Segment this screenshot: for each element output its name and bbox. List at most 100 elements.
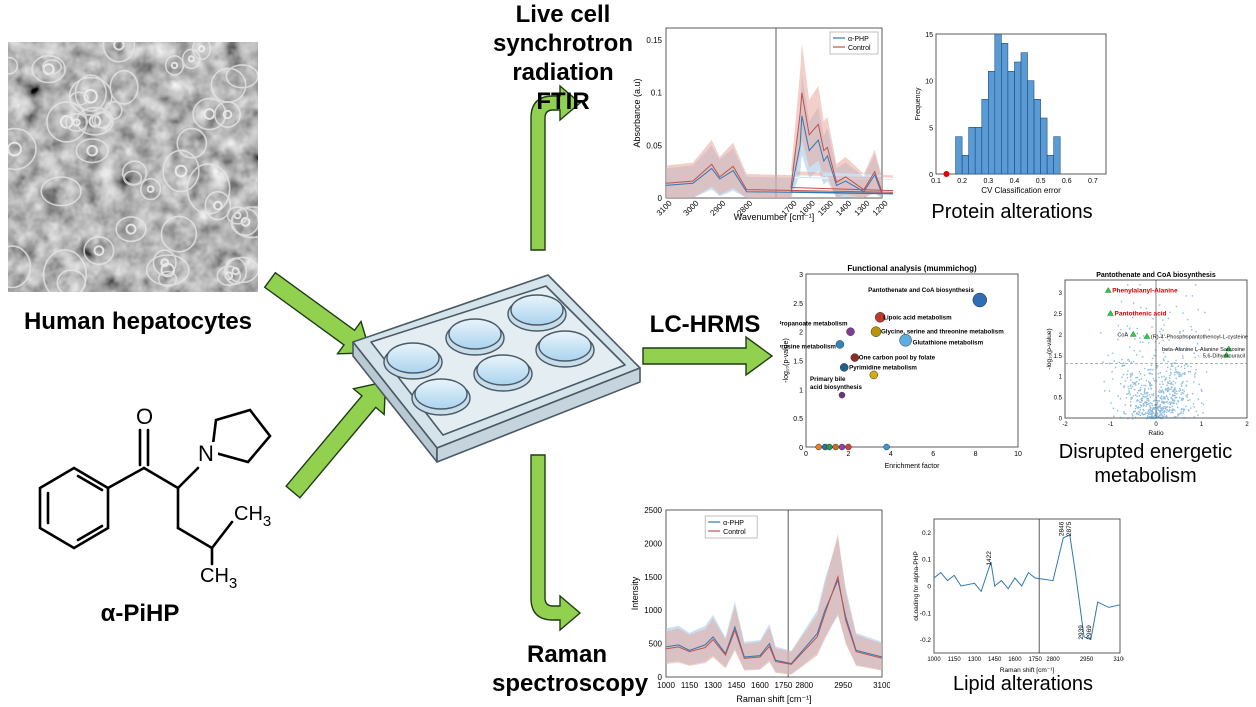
- volcano-point: [1190, 325, 1192, 328]
- volcano-point: [1135, 405, 1137, 407]
- volcano-point: [1139, 341, 1142, 343]
- pathway-point: [846, 327, 855, 336]
- volc-ytick: 1.5: [1054, 354, 1063, 360]
- cell-outline: [160, 215, 198, 253]
- volcano-point: [1179, 332, 1181, 334]
- mum-ytick: 0.5: [793, 416, 803, 423]
- ftir-line-2: synchrotron: [492, 30, 633, 57]
- raman-xtick: 1750: [775, 681, 793, 690]
- histogram-bar: [1027, 80, 1035, 175]
- volcano-point: [1182, 380, 1184, 383]
- mummichog-chart: Functional analysis (mummichog)Pantothen…: [780, 264, 1022, 470]
- volcano-point: [1202, 412, 1204, 414]
- ftir-ytick: 0.1: [651, 89, 663, 98]
- cell-outline: [91, 111, 112, 129]
- alpha-pihp-structure: O N CH3 CH3: [38, 404, 272, 590]
- volcano-point: [1124, 380, 1126, 382]
- volcano-point: [1166, 390, 1169, 393]
- volcano-point: [1205, 371, 1208, 373]
- cell-outline: [214, 100, 242, 128]
- volc-ytick: 1: [1059, 375, 1063, 381]
- volcano-point: [1167, 381, 1169, 383]
- volcano-point: [1136, 354, 1138, 356]
- load-ytick: 0.2: [922, 530, 931, 537]
- volcano-point: [1152, 416, 1155, 418]
- volcano-point: [1182, 398, 1184, 400]
- volcano-point: [1164, 389, 1167, 391]
- volcano-point: [1151, 414, 1153, 416]
- volcano-point: [1169, 393, 1171, 395]
- volcano-point: [1131, 385, 1134, 388]
- volcano-point: [1163, 392, 1165, 394]
- mum-ytick: 2.5: [793, 301, 803, 308]
- volcano-point: [1171, 365, 1174, 367]
- volcano-point: [1169, 406, 1171, 409]
- volcano-point: [1154, 417, 1157, 420]
- cell-outline: [42, 59, 62, 75]
- volcano-point: [1183, 390, 1185, 392]
- volcano-point: [1160, 386, 1162, 388]
- cell-outline: [74, 74, 107, 112]
- volcano-point: [1160, 407, 1162, 409]
- cell-outline: [181, 48, 201, 70]
- volcano-point: [1126, 373, 1128, 375]
- cell-outline: [145, 254, 190, 287]
- volcano-point: [1148, 342, 1150, 344]
- volcano-point: [1155, 410, 1157, 412]
- volcano-point: [1117, 325, 1120, 327]
- volcano-point: [1166, 384, 1168, 386]
- volcano-point: [1149, 373, 1151, 375]
- well: [414, 378, 468, 410]
- cell-outline: [8, 56, 19, 75]
- volcano-point: [1174, 391, 1176, 393]
- volcano-point: [1162, 401, 1165, 403]
- volcano-point: [1128, 388, 1130, 390]
- volcano-point: [1146, 403, 1148, 406]
- histogram-marker: [943, 171, 950, 177]
- volcano-point: [1143, 384, 1145, 387]
- volcano-point: [1130, 361, 1132, 364]
- volcano-point: [1142, 408, 1144, 411]
- volcano-point: [1169, 382, 1171, 385]
- volcano-label: Phenylalanyl-Alanine: [1112, 287, 1178, 294]
- volc-xtick: 2: [1245, 422, 1249, 428]
- volcano-point: [1138, 379, 1140, 381]
- volcano-point: [1143, 396, 1145, 398]
- volcano-point: [1171, 405, 1174, 407]
- volcano-point: [1159, 371, 1161, 374]
- atom-oxygen: O: [136, 404, 153, 429]
- volcano-point: [1154, 341, 1157, 343]
- volcano-point: [1187, 399, 1189, 402]
- volcano-highlight: [1104, 287, 1112, 293]
- volcano-point: [1161, 376, 1163, 378]
- volcano-point: [1195, 369, 1197, 371]
- volcano-point: [1188, 370, 1190, 373]
- volcano-point: [1114, 366, 1117, 369]
- volcano-point: [1157, 408, 1159, 410]
- ftir-series-1: [665, 92, 893, 193]
- pathway-label: Pyrimidine metabolism: [849, 364, 917, 371]
- volcano-point: [1157, 412, 1159, 415]
- volcano-point: [1126, 325, 1129, 327]
- volcano-point: [1171, 363, 1173, 366]
- volcano-point: [1195, 330, 1197, 333]
- volcano-point: [1130, 379, 1132, 381]
- volcano-point: [1137, 399, 1139, 402]
- volcano-point: [1146, 393, 1148, 395]
- volcano-point: [1169, 380, 1171, 382]
- volcano-point: [1138, 411, 1141, 414]
- volcano-point: [1153, 380, 1156, 382]
- volcano-point: [1180, 408, 1183, 411]
- volcano-point: [1174, 389, 1176, 391]
- pathway-point: [838, 391, 846, 399]
- volcano-point: [1178, 373, 1180, 376]
- histogram-bar: [955, 136, 963, 175]
- volcano-point: [1150, 413, 1152, 415]
- volcano-point: [1187, 349, 1189, 351]
- volcano-point: [1164, 406, 1166, 408]
- ftir-xtick: 1300: [853, 198, 872, 217]
- volcano-point: [1129, 385, 1132, 387]
- volcano-point: [1116, 410, 1119, 412]
- volcano-point: [1197, 355, 1200, 357]
- volcano-point: [1108, 390, 1111, 392]
